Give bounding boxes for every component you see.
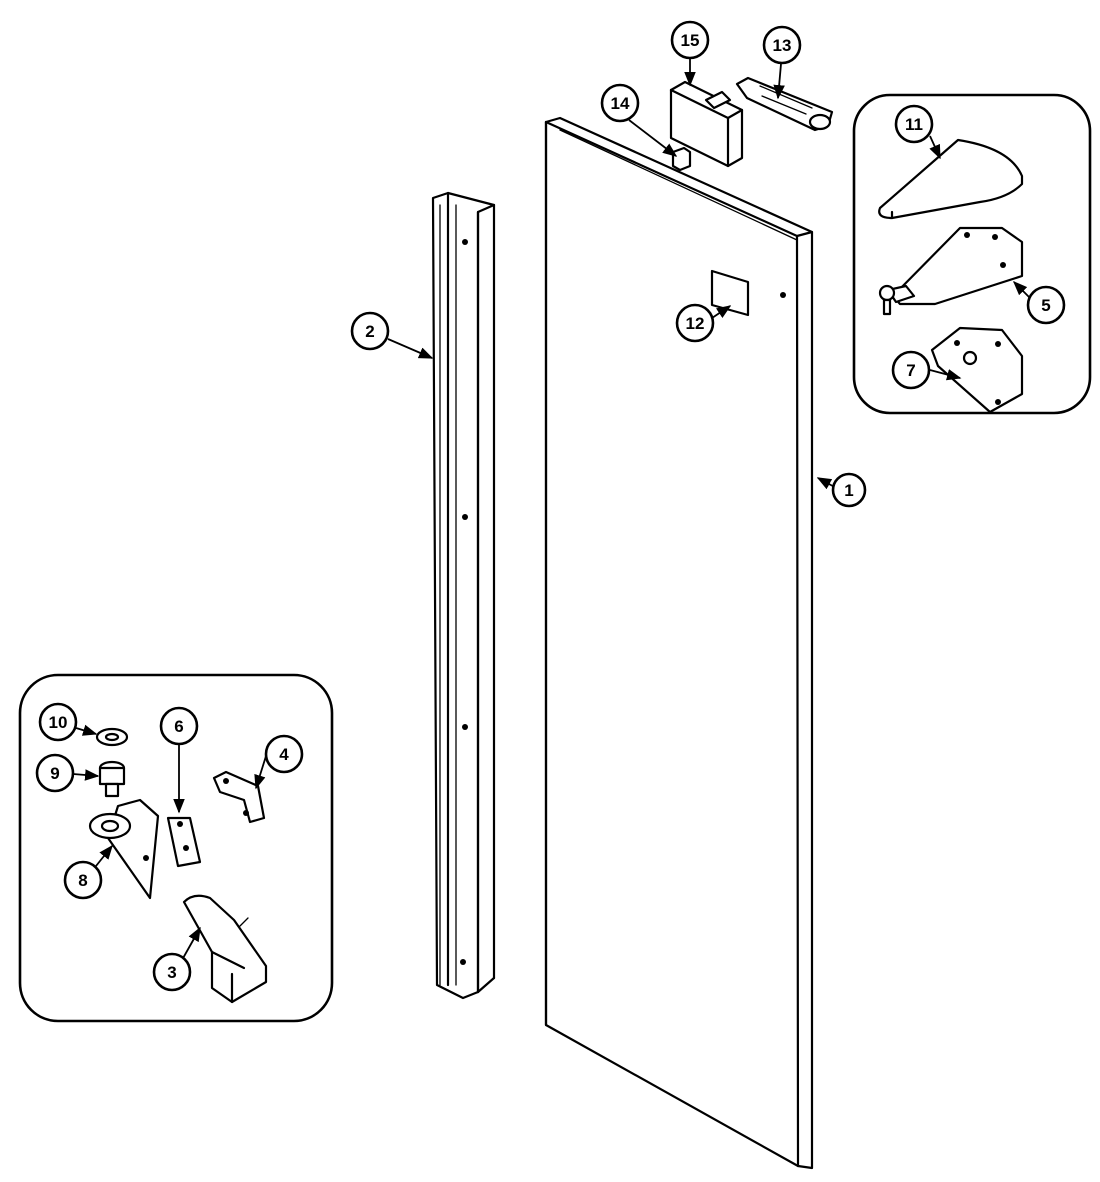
bottom-hinge-inset — [18, 673, 334, 1023]
callout-label: 4 — [279, 745, 289, 764]
door-trim-strip — [431, 191, 496, 1000]
callout-label: 9 — [50, 764, 59, 783]
callout-10: 10 — [38, 702, 98, 742]
callout-7: 7 — [891, 350, 962, 390]
callout-14: 14 — [600, 83, 678, 157]
callout-4: 4 — [254, 734, 304, 790]
callout-15: 15 — [670, 20, 710, 87]
callout-label: 6 — [174, 717, 183, 736]
callout-label: 8 — [78, 871, 87, 890]
callout-12: 12 — [675, 303, 732, 343]
door-stop-pin — [671, 146, 692, 172]
door-panel — [544, 116, 814, 1170]
top-hinge-inset — [852, 93, 1092, 415]
callout-5: 5 — [1012, 280, 1066, 325]
label-plate — [710, 269, 750, 317]
callout-label: 3 — [167, 963, 176, 982]
callout-label: 2 — [365, 322, 374, 341]
callout-label: 12 — [686, 314, 705, 333]
callout-label: 10 — [49, 713, 68, 732]
callout-6: 6 — [159, 706, 199, 814]
callout-13: 13 — [762, 25, 802, 100]
door-stop-block — [669, 80, 744, 168]
callout-label: 15 — [681, 31, 700, 50]
top-hinge-cover — [735, 76, 834, 132]
callout-label: 1 — [844, 481, 853, 500]
callout-label: 14 — [611, 94, 630, 113]
callout-9: 9 — [35, 753, 100, 793]
callout-1: 1 — [816, 472, 867, 508]
callout-3: 3 — [152, 926, 201, 992]
callout-label: 5 — [1041, 296, 1050, 315]
callout-label: 13 — [773, 36, 792, 55]
callout-11: 11 — [894, 104, 941, 160]
callout-label: 7 — [906, 361, 915, 380]
callout-2: 2 — [350, 311, 434, 359]
callout-8: 8 — [63, 844, 113, 900]
callout-label: 11 — [905, 115, 923, 134]
